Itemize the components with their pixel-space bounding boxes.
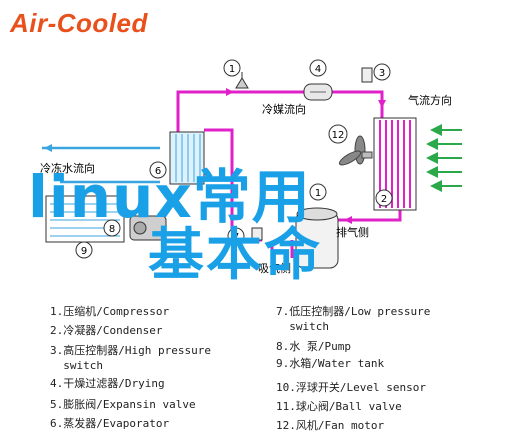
legend-item: 2.冷凝器/Condenser [50, 324, 163, 337]
marker-7: 7 [227, 227, 245, 245]
marker-1: 1 [309, 183, 327, 201]
compressor [295, 207, 339, 269]
marker-12: 12 [328, 124, 348, 144]
svg-text:3: 3 [379, 68, 385, 79]
overlay-text-line-2: 基本命 [148, 223, 322, 288]
marker-8: 8 [103, 219, 121, 237]
legend-item: 7.低压控制器/Low pressure [276, 305, 431, 318]
marker-4: 4 [309, 59, 327, 77]
marker-6: 6 [149, 161, 167, 179]
diagram-title: Air-Cooled [10, 8, 148, 38]
legend-item: 1.压缩机/Compressor [50, 305, 170, 318]
label-chilled-water-flow: 冷冻水流向 [40, 161, 95, 175]
legend-item: 3.高压控制器/High pressure [50, 344, 211, 357]
legend-item: 12.风机/Fan motor [276, 419, 385, 432]
svg-text:9: 9 [81, 246, 87, 257]
label-discharge-side: 排气侧 [336, 225, 369, 239]
legend-item: 5.膨胀阀/Expansin valve [50, 398, 196, 411]
legend-item: 6.蒸发器/Evaporator [50, 417, 170, 430]
expansion-valve [235, 72, 249, 89]
water-flow-arrow [44, 144, 52, 152]
svg-text:4: 4 [315, 64, 321, 75]
component-markers: 1 4 3 12 6 2 1 7 8 9 [75, 59, 393, 259]
svg-text:1: 1 [315, 188, 321, 199]
legend-item: 8.水 泵/Pump [276, 340, 351, 353]
marker-5: 1 [223, 59, 241, 77]
legend-item: switch [276, 320, 329, 333]
air-flow-arrows [426, 124, 462, 192]
pump [129, 215, 167, 241]
label-air-flow: 气流方向 [408, 93, 452, 107]
legend-item: 9.水箱/Water tank [276, 357, 385, 370]
label-suction-side: 吸气侧 [258, 261, 291, 275]
high-pressure-switch [361, 67, 373, 83]
marker-3: 3 [373, 63, 391, 81]
legend-item: 4.干燥过滤器/Drying [50, 377, 165, 390]
legend-item: 10.浮球开关/Level sensor [276, 381, 426, 394]
svg-text:6: 6 [155, 166, 161, 177]
evaporator [169, 131, 205, 185]
legend-item: switch [50, 359, 103, 372]
low-pressure-switch [251, 227, 263, 241]
overlay-text-line-1: linux常用 [28, 163, 311, 231]
drying-filter [303, 83, 333, 101]
marker-9: 9 [75, 241, 93, 259]
label-refrigerant-flow: 冷媒流向 [262, 102, 306, 116]
legend-item: 11.球心阀/Ball valve [276, 400, 402, 413]
fan-motor [338, 135, 373, 166]
svg-text:7: 7 [233, 232, 239, 243]
marker-2: 2 [375, 189, 393, 207]
svg-text:1: 1 [229, 64, 235, 75]
svg-text:8: 8 [109, 224, 115, 235]
svg-text:2: 2 [381, 194, 387, 205]
svg-text:12: 12 [332, 130, 345, 141]
